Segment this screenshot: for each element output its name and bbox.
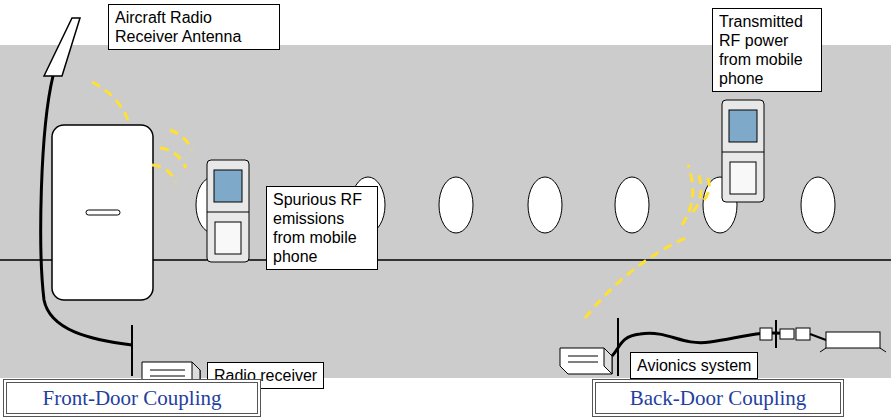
box-tab bbox=[880, 348, 886, 352]
rf-wave bbox=[585, 236, 690, 318]
callout-box: Aircraft Radio Receiver Antenna bbox=[108, 4, 280, 50]
window bbox=[528, 177, 562, 233]
node-text: Transmitted RF power from mobile phone bbox=[719, 12, 815, 88]
callout-box: Transmitted RF power from mobile phone bbox=[712, 8, 822, 92]
box-tab bbox=[820, 348, 826, 352]
phone-hinge bbox=[207, 212, 249, 213]
phone-screen bbox=[729, 110, 757, 142]
phone-hinge bbox=[722, 152, 764, 153]
connector-lead bbox=[810, 334, 826, 340]
window bbox=[615, 177, 649, 233]
phone-left bbox=[207, 160, 249, 262]
node-text: Aircraft Radio Receiver Antenna bbox=[115, 8, 273, 46]
phone-screen bbox=[214, 170, 242, 202]
receiver-face bbox=[604, 348, 612, 374]
window bbox=[801, 177, 835, 233]
window bbox=[439, 177, 473, 233]
phone-right bbox=[722, 100, 764, 202]
door-handle bbox=[86, 210, 120, 215]
cabin-door bbox=[52, 125, 153, 300]
rf-wave bbox=[682, 165, 693, 225]
receiver-detail bbox=[568, 356, 598, 357]
connector bbox=[780, 329, 794, 339]
phone-body bbox=[722, 100, 764, 202]
antenna-fin bbox=[44, 18, 80, 76]
callout-box: Avionics system bbox=[630, 352, 758, 379]
receiver-detail bbox=[150, 376, 185, 377]
cable-connector bbox=[760, 320, 886, 352]
rf-wave bbox=[92, 82, 128, 120]
node-text: Spurious RF emissions from mobile phone bbox=[273, 190, 371, 266]
receiver-detail bbox=[150, 370, 185, 371]
avionics-receiver-icon bbox=[560, 348, 612, 374]
rf-wave bbox=[704, 178, 709, 200]
coupling-title: Front-Door Coupling bbox=[3, 379, 261, 417]
connector-bulkhead bbox=[775, 320, 777, 348]
phone-keypad bbox=[730, 162, 756, 194]
node-text: Avionics system bbox=[637, 356, 751, 375]
receiver-body bbox=[560, 348, 612, 374]
node-text: Front-Door Coupling bbox=[13, 385, 251, 411]
rf-wave bbox=[170, 130, 192, 150]
rf-wave bbox=[152, 165, 176, 182]
phone-keypad bbox=[215, 222, 241, 254]
node-text: Back-Door Coupling bbox=[602, 385, 834, 411]
fuselage-band bbox=[0, 45, 891, 378]
antenna-cable bbox=[41, 76, 132, 345]
receiver-mount bbox=[131, 325, 133, 376]
connector bbox=[796, 328, 810, 340]
receiver-detail bbox=[568, 362, 598, 363]
rf-waves bbox=[92, 82, 709, 318]
connector bbox=[760, 328, 772, 340]
callout-box: Spurious RF emissions from mobile phone bbox=[266, 186, 378, 270]
coupling-title: Back-Door Coupling bbox=[592, 379, 844, 417]
phone-body bbox=[207, 160, 249, 262]
rf-wave bbox=[160, 148, 186, 168]
avionics-box bbox=[826, 332, 880, 348]
